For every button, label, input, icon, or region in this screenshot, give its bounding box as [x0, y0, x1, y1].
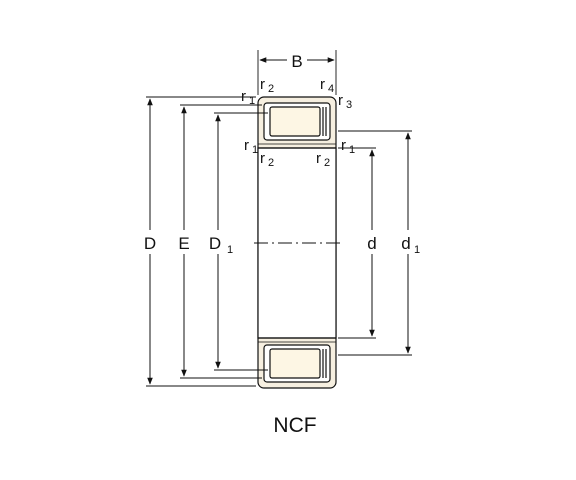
label-gaps [140, 50, 422, 254]
label-D1-sub: 1 [227, 244, 233, 256]
label-r1-inner-left: r [244, 137, 249, 154]
label-E: E [178, 234, 189, 253]
label-r2-inner-right-sub: 2 [324, 157, 330, 169]
label-r3: r [338, 92, 343, 109]
label-d1: d [401, 234, 410, 253]
label-r4-sub: 4 [328, 83, 334, 95]
label-r1-inner-right-sub: 1 [349, 144, 355, 156]
label-B: B [291, 52, 302, 71]
label-r1-outer: r [241, 88, 246, 105]
label-d: d [367, 234, 376, 253]
radius-labels: r 1 r 2 r 4 r 3 r 1 r 2 r 2 r 1 [241, 76, 355, 169]
label-r2-top-sub: 2 [268, 83, 274, 95]
label-r1-outer-sub: 1 [249, 95, 255, 107]
bearing-section [254, 96, 340, 389]
label-r2-inner-right: r [316, 150, 321, 167]
extension-lines [146, 50, 412, 387]
label-r3-sub: 3 [346, 99, 352, 111]
label-r2-inner-left-sub: 2 [268, 157, 274, 169]
label-r1-inner-right: r [341, 137, 346, 154]
label-r2-top: r [260, 76, 265, 93]
label-D1: D [209, 234, 221, 253]
label-r4: r [320, 76, 325, 93]
bearing-type-caption: NCF [273, 414, 316, 437]
label-d1-sub: 1 [414, 244, 420, 256]
label-D: D [144, 234, 156, 253]
label-r1-inner-left-sub: 1 [252, 144, 258, 156]
top-roller [269, 106, 321, 137]
bottom-roller [269, 348, 321, 379]
label-r2-inner-left: r [260, 150, 265, 167]
